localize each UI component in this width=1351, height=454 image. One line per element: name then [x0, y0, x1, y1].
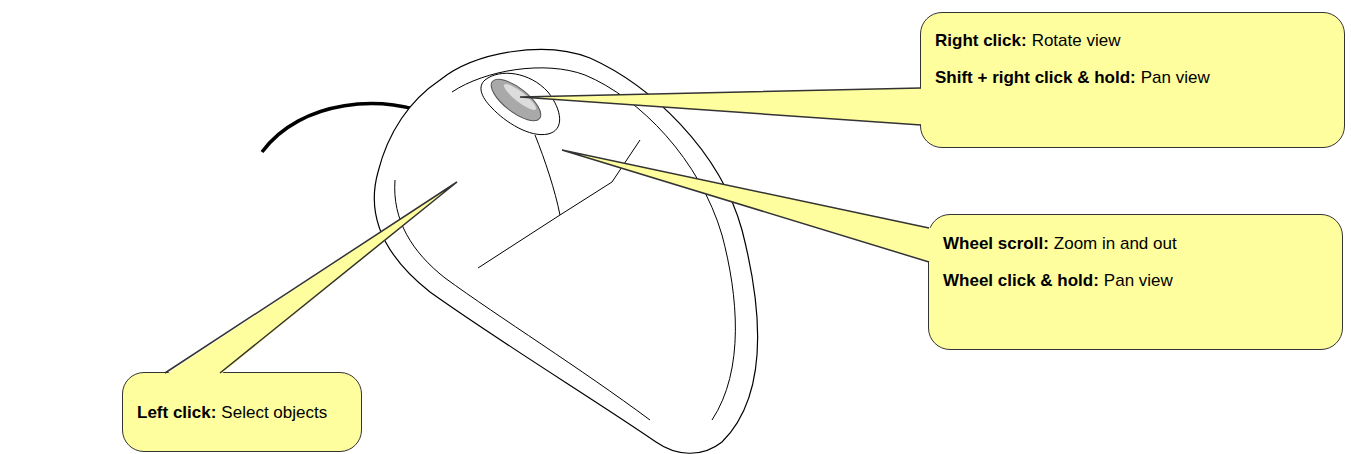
pointer-fill: [562, 150, 931, 262]
action-description: Pan view: [1141, 68, 1210, 87]
callout-line: Wheel click & hold: Pan view: [943, 271, 1332, 291]
callout-box: Wheel scroll: Zoom in and outWheel click …: [928, 214, 1343, 350]
action-key: Wheel click & hold:: [943, 271, 1099, 290]
pointer-edge: [562, 150, 929, 262]
mouse-body: [374, 49, 757, 453]
callout-box: Right click: Rotate viewShift + right cli…: [920, 12, 1345, 148]
pointer-fill: [165, 182, 457, 375]
callout-line: Right click: Rotate view: [935, 31, 1334, 51]
button-split: [535, 135, 560, 215]
callout-box: Left click: Select objects: [122, 372, 362, 452]
callout-line: Wheel scroll: Zoom in and out: [943, 234, 1332, 254]
action-key: Wheel scroll:: [943, 234, 1049, 253]
wheel-highlight: [501, 81, 539, 114]
pointer-edge: [520, 88, 921, 125]
action-description: Select objects: [221, 403, 327, 422]
action-description: Pan view: [1104, 271, 1173, 290]
mouse-side-edge: [395, 180, 650, 420]
callout-line: Left click: Select objects: [137, 403, 351, 423]
pointer-fill: [520, 88, 923, 125]
action-description: Zoom in and out: [1054, 234, 1177, 253]
scroll-wheel: [485, 72, 547, 128]
mouse-shell-edge: [452, 68, 735, 420]
action-key: Shift + right click & hold:: [935, 68, 1136, 87]
button-divider: [478, 140, 640, 268]
action-key: Right click:: [935, 31, 1027, 50]
action-key: Left click:: [137, 403, 216, 422]
pointer-edge: [165, 182, 457, 373]
action-description: Rotate view: [1032, 31, 1121, 50]
callout-line: Shift + right click & hold: Pan view: [935, 68, 1334, 88]
